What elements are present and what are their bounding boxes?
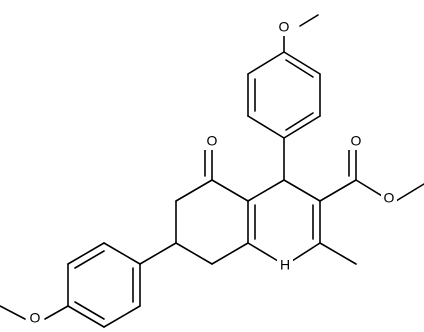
bond	[103, 305, 141, 328]
bond	[283, 115, 321, 139]
bond	[285, 112, 314, 131]
bond	[74, 250, 105, 269]
bond	[283, 179, 321, 202]
bond	[139, 242, 177, 265]
bond	[67, 242, 105, 265]
oxygen-label: O	[30, 310, 41, 326]
bond	[247, 115, 285, 139]
bond	[247, 51, 285, 75]
bond	[175, 179, 213, 202]
bond	[299, 14, 319, 27]
bond	[283, 51, 321, 75]
bond	[103, 242, 141, 265]
oxygen-label: O	[351, 133, 362, 149]
bond	[175, 242, 213, 265]
oxygen-label: O	[384, 190, 395, 206]
bond	[285, 59, 314, 78]
bond	[74, 301, 105, 320]
oxygen-label: O	[279, 19, 290, 35]
bond	[291, 242, 321, 262]
bond	[0, 305, 26, 320]
bond	[211, 179, 249, 202]
bond	[211, 242, 249, 265]
bond	[319, 242, 357, 265]
bond	[395, 183, 424, 202]
oxygen-label: O	[207, 133, 218, 149]
bond	[44, 305, 69, 320]
bond	[247, 179, 285, 202]
bond	[319, 179, 357, 202]
bond	[67, 305, 105, 328]
nitrogen-label: H	[280, 257, 290, 273]
bond	[355, 179, 383, 197]
bond	[247, 242, 279, 262]
